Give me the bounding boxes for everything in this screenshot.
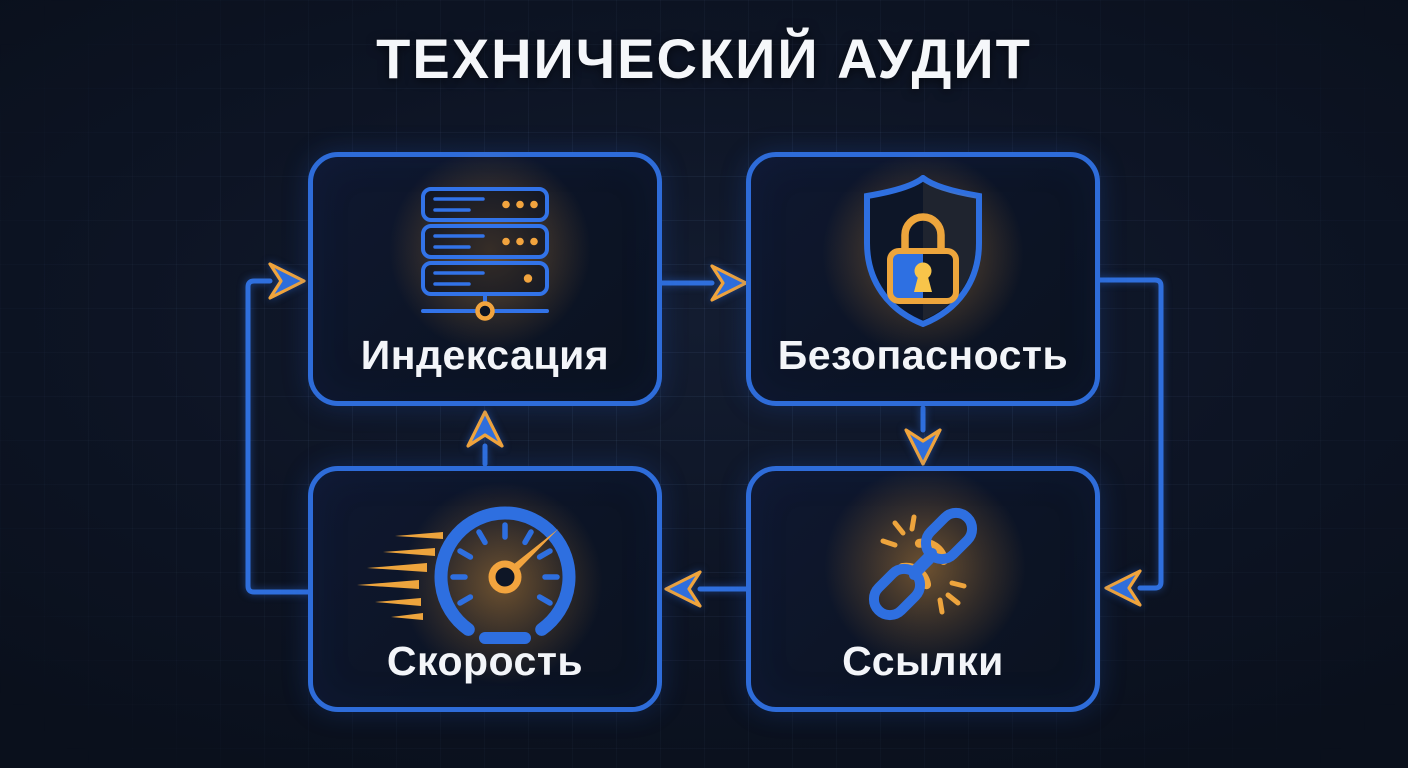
card-label: Индексация — [360, 332, 610, 378]
arrow-speed-to-indexing-outer-loop — [245, 262, 311, 595]
card-security: Безопасность — [746, 149, 1100, 406]
card-label: Безопасность — [777, 332, 1069, 378]
card-label: Скорость — [386, 638, 584, 684]
arrow-security-to-links-inner — [904, 405, 942, 466]
speedometer-icon — [357, 506, 576, 644]
shield-lock-icon — [864, 175, 982, 327]
card-label: Ссылки — [842, 638, 1004, 684]
page-title: ТЕХНИЧЕСКИЙ АУДИТ — [376, 27, 1032, 90]
card-indexing: Индексация — [308, 145, 662, 406]
arrow-indexing-to-security — [659, 264, 748, 302]
broken-link-icon — [868, 507, 978, 621]
arrow-security-to-links-outer-loop — [1097, 277, 1164, 607]
server-icon — [421, 187, 549, 321]
arrow-links-to-speed — [664, 570, 749, 608]
card-links: Ссылки — [746, 462, 1100, 712]
card-speed: Скорость — [308, 466, 662, 712]
arrow-speed-to-indexing-inner — [466, 410, 504, 467]
